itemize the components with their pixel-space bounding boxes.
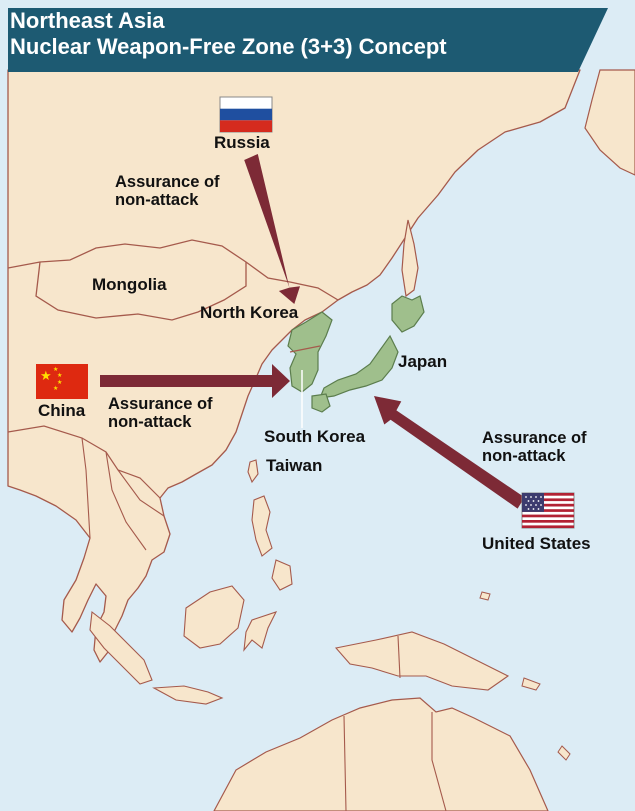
label-china: China bbox=[38, 401, 86, 420]
hokkaido bbox=[391, 295, 425, 333]
assurance-label-china: Assurance of non-attack bbox=[108, 395, 213, 432]
indochina-borders bbox=[81, 437, 165, 551]
svg-text:★: ★ bbox=[53, 366, 58, 373]
label-russia: Russia bbox=[214, 133, 270, 152]
australia bbox=[213, 697, 549, 811]
pacific-islands bbox=[479, 591, 571, 761]
sumatra bbox=[89, 610, 153, 685]
kamchatka bbox=[584, 69, 635, 176]
label-taiwan: Taiwan bbox=[266, 456, 323, 475]
australia-borders bbox=[343, 712, 447, 811]
kyushu bbox=[311, 393, 331, 413]
new-guinea bbox=[334, 631, 510, 691]
china-assurance-arrow bbox=[100, 364, 290, 398]
dmz-line bbox=[289, 345, 321, 353]
title-line-2: Nuclear Weapon-Free Zone (3+3) Concept bbox=[10, 34, 447, 59]
svg-text:★: ★ bbox=[57, 372, 62, 379]
svg-text:★: ★ bbox=[57, 379, 62, 386]
mongolia-border bbox=[35, 261, 247, 321]
sulawesi bbox=[243, 611, 278, 652]
label-mongolia: Mongolia bbox=[92, 275, 167, 294]
assurance-us-line-2: non-attack bbox=[482, 446, 566, 465]
label-japan: Japan bbox=[398, 352, 448, 371]
assurance-china-line-2: non-attack bbox=[108, 412, 192, 431]
page-title: Northeast Asia Nuclear Weapon-Free Zone … bbox=[10, 8, 447, 60]
java bbox=[152, 685, 224, 705]
us-flag bbox=[521, 492, 575, 529]
assurance-russia-line-2: non-attack bbox=[115, 190, 199, 209]
label-north-korea: North Korea bbox=[200, 303, 299, 322]
korean-peninsula bbox=[287, 311, 333, 393]
png-border bbox=[397, 635, 401, 679]
borneo bbox=[183, 585, 245, 649]
title-line-1: Northeast Asia bbox=[10, 8, 165, 33]
russia-assurance-arrow bbox=[244, 154, 300, 304]
us-assurance-arrow bbox=[374, 396, 525, 509]
label-south-korea: South Korea bbox=[264, 427, 366, 446]
assurance-label-us: Assurance of non-attack bbox=[482, 429, 587, 466]
assurance-russia-line-1: Assurance of bbox=[115, 173, 220, 191]
russia-flag bbox=[219, 96, 273, 133]
taiwan-island bbox=[247, 459, 259, 484]
assurance-label-russia: Assurance of non-attack bbox=[115, 173, 220, 210]
china-flag: ★ ★ ★ ★ ★ bbox=[36, 364, 88, 399]
label-united-states: United States bbox=[482, 534, 591, 553]
china-russia-border bbox=[7, 239, 339, 301]
assurance-us-line-1: Assurance of bbox=[482, 429, 587, 447]
assurance-china-line-1: Assurance of bbox=[108, 395, 213, 413]
svg-text:★: ★ bbox=[40, 369, 52, 384]
sakhalin bbox=[401, 219, 419, 298]
title-bar-shape bbox=[8, 8, 608, 72]
philippines bbox=[251, 495, 293, 591]
svg-text:★: ★ bbox=[53, 385, 58, 392]
